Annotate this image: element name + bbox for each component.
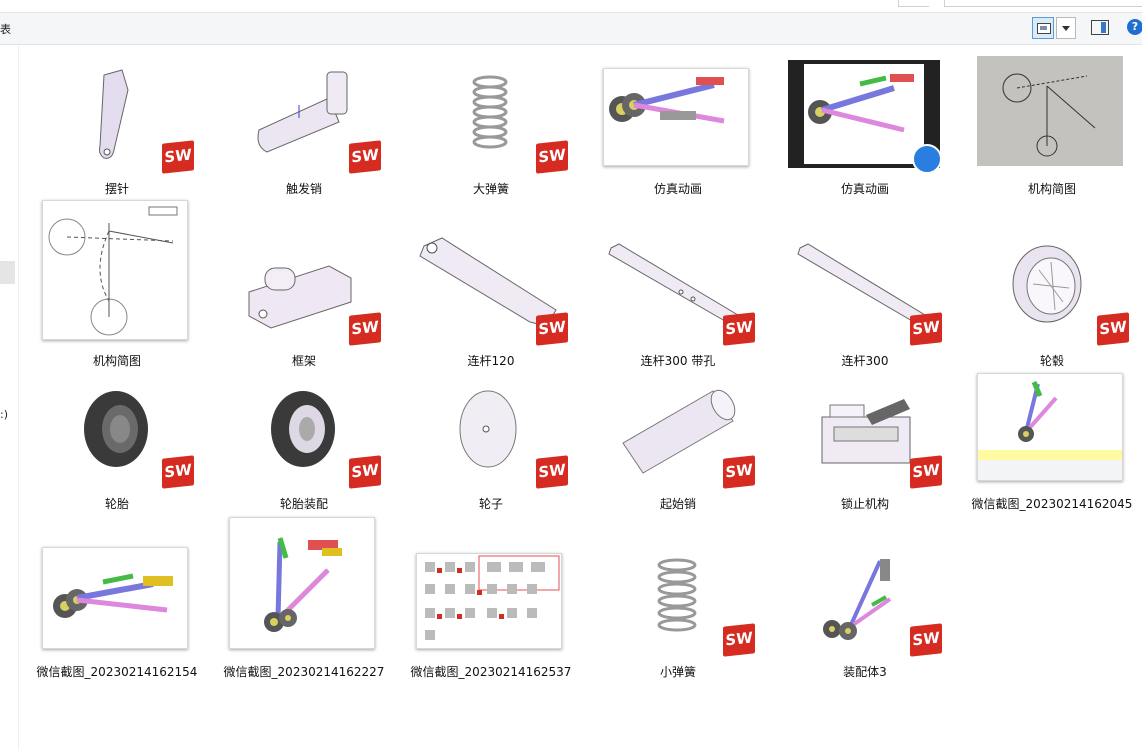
file-name: 轮胎装配 [279, 497, 328, 511]
file-name: 微信截图_20230214162227 [223, 665, 385, 679]
tire-part-icon [84, 391, 148, 467]
view-toolbar: 表 ? [0, 13, 1142, 45]
large-icons-view-icon [1037, 23, 1051, 34]
navigation-drive-fragment: :) [0, 408, 8, 421]
file-tile[interactable]: SW 大弹簧 [406, 50, 576, 210]
lock-mechanism-assembly-icon [821, 399, 911, 464]
wheel-hub-part-icon [1012, 245, 1082, 323]
wheel-disc-part-icon [459, 390, 517, 468]
trigger-pin-part-icon [257, 71, 348, 153]
file-name: 机构简图 [1027, 182, 1076, 196]
file-name: 微信截图_20230214162045 [971, 497, 1133, 511]
file-tile[interactable]: 仿真动画 [780, 50, 950, 210]
file-tile[interactable]: SW 轮胎 [32, 365, 202, 525]
file-tile[interactable]: SW 触发销 [219, 50, 389, 210]
mechanism-diagram-icon [42, 200, 188, 340]
file-name: 连杆300 [841, 354, 889, 368]
file-tile[interactable]: 微信截图_20230214162045 [967, 365, 1137, 525]
file-name: 微信截图_20230214162154 [36, 665, 198, 679]
solidworks-badge-icon: SW [1097, 312, 1129, 346]
file-name: 框架 [291, 354, 316, 368]
solidworks-badge-icon: SW [349, 455, 381, 489]
navigation-pane: :) [0, 45, 19, 750]
play-icon [912, 144, 942, 174]
solidworks-badge-icon: SW [536, 455, 568, 489]
large-spring-part-icon [472, 75, 508, 149]
file-tile[interactable]: SW 锁止机构 [780, 365, 950, 525]
file-name: 摆针 [104, 182, 129, 196]
assembly-3-icon [823, 559, 892, 640]
tire-assembly-icon [271, 391, 335, 467]
solidworks-badge-icon: SW [349, 140, 381, 174]
screenshot-thumbnail-icon [42, 547, 188, 649]
navigation-selected-item[interactable] [0, 261, 15, 284]
pendulum-needle-part-icon [99, 69, 129, 159]
frame-part-icon [248, 265, 352, 329]
file-tile[interactable]: SW 连杆120 [406, 222, 576, 382]
file-tile[interactable]: 机构简图 [967, 50, 1137, 210]
help-icon[interactable]: ? [1127, 19, 1142, 35]
screenshot-thumbnail-icon [229, 517, 375, 649]
file-name: 锁止机构 [840, 497, 889, 511]
solidworks-badge-icon: SW [723, 312, 755, 346]
preview-pane-icon[interactable] [1091, 20, 1109, 35]
file-name: 轮胎 [104, 497, 129, 511]
file-name: 起始销 [659, 497, 696, 511]
toolbar-cut-label: 表 [0, 23, 11, 36]
file-tile[interactable]: 微信截图_20230214162227 [219, 517, 389, 693]
file-name: 机构简图 [92, 354, 141, 368]
file-tile[interactable]: SW 轮胎装配 [219, 365, 389, 525]
file-tile[interactable]: SW 装配体3 [780, 533, 950, 693]
search-box[interactable] [944, 0, 1142, 7]
file-tile[interactable]: SW 连杆300 带孔 [593, 222, 763, 382]
file-tile[interactable]: SW 轮子 [406, 365, 576, 525]
file-name: 连杆120 [467, 354, 515, 368]
view-mode-button[interactable] [1032, 17, 1054, 39]
file-tile[interactable]: SW 起始销 [593, 365, 763, 525]
address-bar-strip [0, 0, 1142, 13]
solidworks-badge-icon: SW [910, 623, 942, 657]
solidworks-badge-icon: SW [162, 140, 194, 174]
solidworks-badge-icon: SW [723, 623, 755, 657]
small-spring-part-icon [657, 558, 697, 632]
solidworks-badge-icon: SW [910, 312, 942, 346]
solidworks-badge-icon: SW [536, 140, 568, 174]
file-name: 小弹簧 [659, 665, 696, 679]
file-tile[interactable]: 仿真动画 [593, 50, 763, 210]
solidworks-badge-icon: SW [723, 455, 755, 489]
file-name: 触发销 [285, 182, 322, 196]
solidworks-badge-icon: SW [536, 312, 568, 346]
file-tile[interactable]: SW 框架 [219, 222, 389, 382]
file-name: 大弹簧 [472, 182, 509, 196]
solidworks-badge-icon: SW [910, 455, 942, 489]
file-tile[interactable]: 微信截图_20230214162537 [406, 533, 576, 693]
solidworks-badge-icon: SW [349, 312, 381, 346]
file-name: 装配体3 [843, 665, 887, 679]
file-tile[interactable]: SW 摆针 [32, 50, 202, 210]
file-name: 微信截图_20230214162537 [410, 665, 572, 679]
mechanism-photo-icon [977, 56, 1123, 166]
screenshot-thumbnail-icon [977, 373, 1123, 481]
start-pin-part-icon [622, 389, 736, 474]
simulation-video-icon [788, 60, 942, 174]
screenshot-thumbnail-icon [416, 553, 562, 649]
address-bar-end[interactable] [898, 0, 929, 7]
simulation-thumbnail-icon [603, 68, 749, 166]
solidworks-badge-icon: SW [162, 455, 194, 489]
file-tile[interactable]: 机构简图 [32, 200, 202, 382]
file-name: 仿真动画 [653, 182, 702, 196]
view-mode-dropdown[interactable] [1056, 17, 1076, 39]
file-tile[interactable]: SW 小弹簧 [593, 533, 763, 693]
file-name: 连杆300 带孔 [640, 354, 716, 368]
file-name: 仿真动画 [840, 182, 889, 196]
file-name: 轮子 [478, 497, 503, 511]
file-name: 轮毂 [1039, 354, 1064, 368]
file-tile[interactable]: SW 轮毂 [967, 222, 1137, 382]
file-tile[interactable]: 微信截图_20230214162154 [32, 533, 202, 693]
file-tile[interactable]: SW 连杆300 [780, 222, 950, 382]
